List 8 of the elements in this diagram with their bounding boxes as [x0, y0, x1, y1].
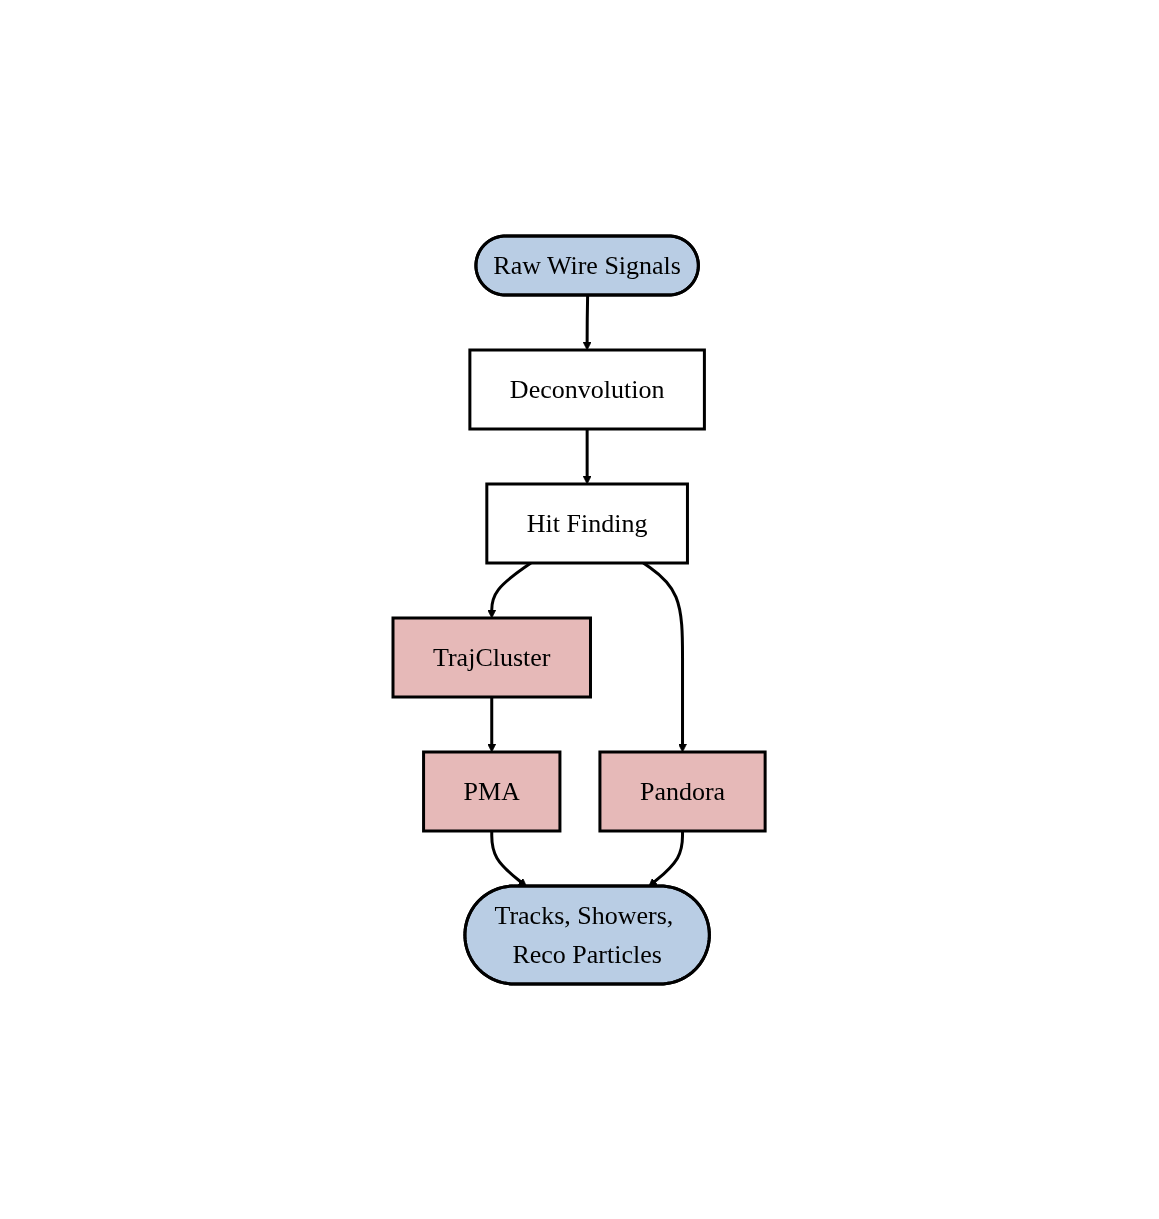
arrow — [583, 428, 592, 484]
node-box: Deconvolution — [468, 348, 707, 430]
node-box: TrajCluster — [391, 616, 593, 698]
node-box: Pandora — [598, 750, 768, 832]
arrow — [583, 295, 592, 350]
node-box: Hit Finding — [485, 482, 690, 564]
arrow — [487, 696, 497, 752]
node-box: PMA — [422, 750, 562, 832]
